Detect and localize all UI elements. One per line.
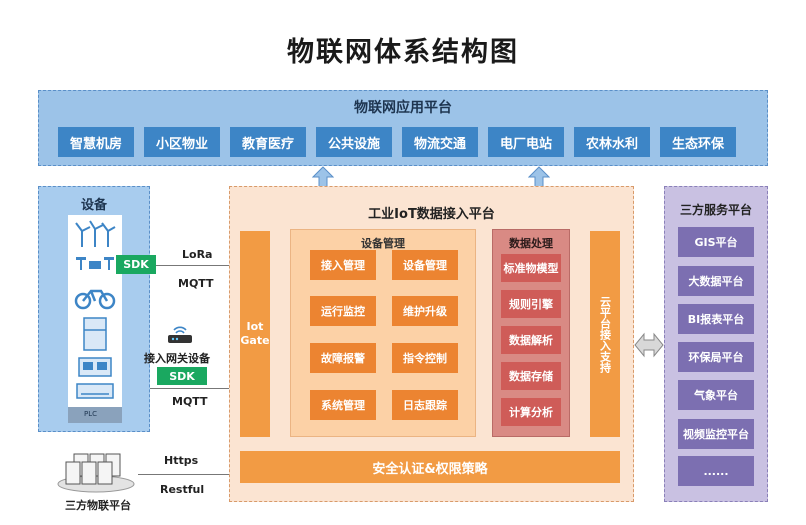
mgmt-item: 运行监控 bbox=[310, 296, 376, 326]
lora-label: LoRa bbox=[182, 248, 213, 261]
mqtt-label: MQTT bbox=[178, 277, 214, 290]
connector-line bbox=[156, 265, 229, 266]
device-list bbox=[68, 215, 122, 407]
sdk-badge: SDK bbox=[157, 367, 207, 385]
mgmt-item: 接入管理 bbox=[310, 250, 376, 280]
app-item: 生态环保 bbox=[660, 127, 736, 157]
sdk-badge: SDK bbox=[116, 255, 156, 274]
router-icon bbox=[168, 326, 192, 343]
mgmt-item: 故障报警 bbox=[310, 343, 376, 373]
service-item: 大数据平台 bbox=[678, 266, 754, 296]
drone-icon bbox=[76, 257, 114, 270]
servers-icon bbox=[57, 453, 135, 493]
devices-panel: 设备 bbox=[38, 186, 150, 432]
wind-turbine-icon bbox=[75, 220, 116, 247]
data-processing-title: 数据处理 bbox=[509, 237, 553, 250]
connector-line bbox=[150, 388, 229, 389]
mgmt-item: 日志跟踪 bbox=[392, 390, 458, 420]
app-item: 小区物业 bbox=[144, 127, 220, 157]
proc-item: 计算分析 bbox=[501, 398, 561, 426]
app-item: 教育医疗 bbox=[230, 127, 306, 157]
app-item: 电厂电站 bbox=[488, 127, 564, 157]
service-item: 环保局平台 bbox=[678, 342, 754, 372]
third-party-services-panel: 三方服务平台 GIS平台 大数据平台 BI报表平台 环保局平台 气象平台 视频监… bbox=[664, 186, 768, 502]
iot-gate: Iot Gate bbox=[240, 231, 270, 437]
mgmt-item: 指令控制 bbox=[392, 343, 458, 373]
service-item: BI报表平台 bbox=[678, 304, 754, 334]
air-conditioner-icon bbox=[76, 383, 114, 399]
data-processing-panel: 数据处理 标准物模型 规则引擎 数据解析 数据存储 计算分析 bbox=[492, 229, 570, 437]
app-item: 智慧机房 bbox=[58, 127, 134, 157]
refrigerator-icon bbox=[83, 317, 107, 351]
plc-device bbox=[68, 407, 122, 423]
proc-item: 数据解析 bbox=[501, 326, 561, 354]
proc-item: 标准物模型 bbox=[501, 254, 561, 282]
connector-line bbox=[138, 474, 229, 475]
restful-label: Restful bbox=[160, 483, 205, 496]
devices-title: 设备 bbox=[80, 198, 107, 213]
device-management-title: 设备管理 bbox=[361, 237, 405, 250]
up-arrow-icon bbox=[528, 166, 550, 188]
up-arrow-icon bbox=[312, 166, 334, 188]
service-item: 视频监控平台 bbox=[678, 419, 754, 449]
diagram-title: 物联网体系结构图 bbox=[287, 37, 519, 68]
proc-item: 数据存储 bbox=[501, 362, 561, 390]
appliance-icon bbox=[78, 357, 112, 377]
app-platform-title: 物联网应用平台 bbox=[354, 100, 452, 116]
proc-item: 规则引擎 bbox=[501, 290, 561, 318]
service-item: 气象平台 bbox=[678, 380, 754, 410]
plc-label: PLC bbox=[84, 410, 98, 418]
app-item: 公共设施 bbox=[316, 127, 392, 157]
app-item: 农林水利 bbox=[574, 127, 650, 157]
cloud-access-support: 云平台接入支持 bbox=[590, 231, 620, 437]
service-item: GIS平台 bbox=[678, 227, 754, 257]
https-label: Https bbox=[164, 454, 199, 467]
device-management-panel: 设备管理 接入管理 设备管理 运行监控 维护升级 故障报警 指令控制 系统管理 … bbox=[290, 229, 476, 437]
app-item: 物流交通 bbox=[402, 127, 478, 157]
gateway-device-label: 接入网关设备 bbox=[144, 352, 210, 365]
iot-data-platform: 工业IoT数据接入平台 Iot Gate 设备管理 接入管理 设备管理 运行监控… bbox=[229, 186, 634, 502]
double-arrow-icon bbox=[634, 332, 664, 358]
third-party-services-title: 三方服务平台 bbox=[679, 203, 752, 217]
mgmt-item: 设备管理 bbox=[392, 250, 458, 280]
mgmt-item: 维护升级 bbox=[392, 296, 458, 326]
bicycle-icon bbox=[74, 289, 116, 310]
security-auth-bar: 安全认证&权限策略 bbox=[240, 451, 620, 483]
service-item: ...... bbox=[678, 456, 754, 486]
core-platform-title: 工业IoT数据接入平台 bbox=[368, 207, 495, 222]
app-platform: 物联网应用平台 智慧机房 小区物业 教育医疗 公共设施 物流交通 电厂电站 农林… bbox=[38, 90, 768, 166]
mgmt-item: 系统管理 bbox=[310, 390, 376, 420]
mqtt-label: MQTT bbox=[172, 395, 208, 408]
third-party-iot-title: 三方物联平台 bbox=[65, 499, 131, 512]
